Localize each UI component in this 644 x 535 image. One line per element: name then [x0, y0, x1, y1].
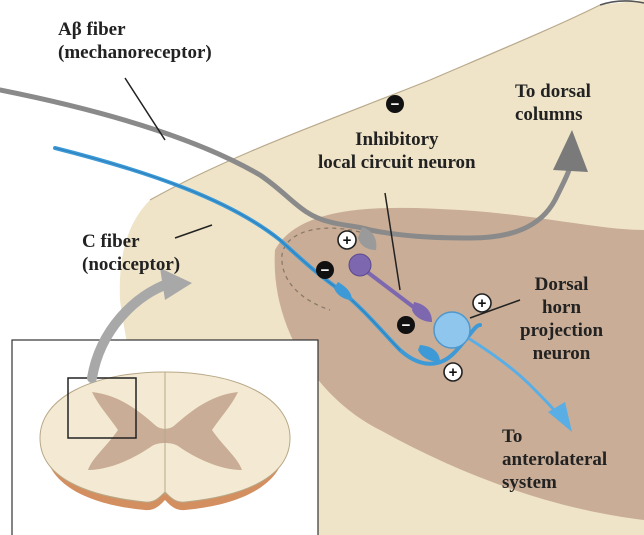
- svg-text:−: −: [402, 317, 411, 334]
- inhibitory-neuron-label-line1: Inhibitory: [318, 128, 476, 151]
- abeta-fiber-label-line2: (mechanoreceptor): [58, 41, 212, 64]
- svg-text:−: −: [321, 262, 330, 279]
- projection-neuron-label-line4: neuron: [520, 342, 603, 365]
- cfiber-inhibition-sign: −: [316, 261, 334, 279]
- abeta-leader-line: [125, 78, 165, 140]
- svg-text:+: +: [449, 364, 458, 381]
- projection-neuron-label: Dorsal horn projection neuron: [520, 273, 603, 365]
- inhibitory-neuron-label-line2: local circuit neuron: [318, 151, 476, 174]
- svg-text:+: +: [343, 232, 352, 249]
- projection-excitatory-sign: +: [473, 294, 491, 312]
- abeta-fiber-label-line1: Aβ fiber: [58, 18, 212, 41]
- anterolateral-label-line1: To: [502, 425, 607, 448]
- svg-text:−: −: [391, 96, 400, 113]
- inhibitory-neuron-sign: −: [386, 95, 404, 113]
- c-fiber-label: C fiber (nociceptor): [82, 230, 180, 276]
- anterolateral-label-line2: anterolateral: [502, 448, 607, 471]
- inhibitory-neuron-label: Inhibitory local circuit neuron: [318, 128, 476, 174]
- dorsal-columns-label: To dorsal columns: [515, 80, 591, 126]
- inhibitory-synapse-sign: −: [397, 316, 415, 334]
- cfiber-excitatory-sign: +: [444, 363, 462, 381]
- inhibitory-neuron-soma: [349, 254, 371, 276]
- dorsal-columns-label-line1: To dorsal: [515, 80, 591, 103]
- svg-text:+: +: [478, 295, 487, 312]
- projection-neuron-label-line3: projection: [520, 319, 603, 342]
- anterolateral-label: To anterolateral system: [502, 425, 607, 494]
- anterolateral-label-line3: system: [502, 471, 607, 494]
- projection-neuron-soma: [434, 312, 470, 348]
- abeta-excitatory-sign: +: [338, 231, 356, 249]
- projection-neuron-label-line2: horn: [520, 296, 603, 319]
- projection-neuron-label-line1: Dorsal: [520, 273, 603, 296]
- dorsal-columns-label-line2: columns: [515, 103, 591, 126]
- abeta-fiber-label: Aβ fiber (mechanoreceptor): [58, 18, 212, 64]
- c-fiber-label-line2: (nociceptor): [82, 253, 180, 276]
- c-fiber-label-line1: C fiber: [82, 230, 180, 253]
